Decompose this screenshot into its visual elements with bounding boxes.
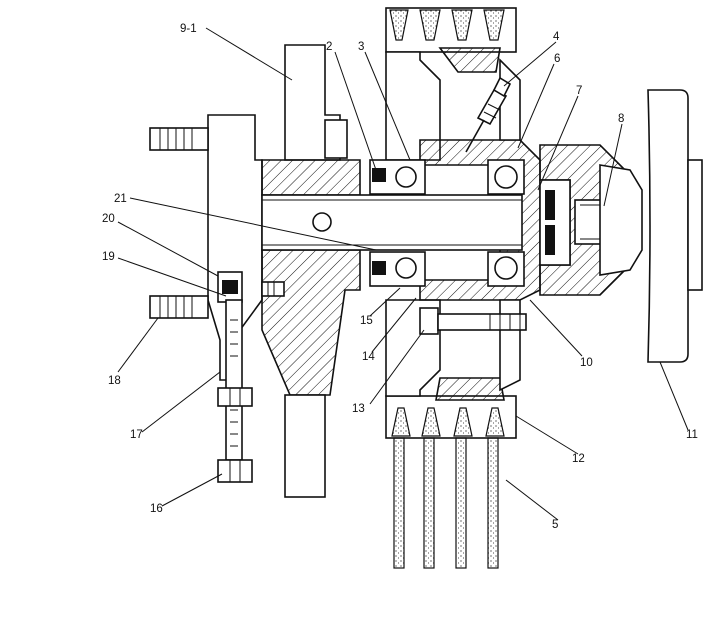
- callout-21: 21: [114, 193, 127, 205]
- mounting-bracket: [207, 44, 361, 498]
- bracket-plate: [217, 271, 285, 303]
- callout-labels: 9-1 2 3 4 6 7 8 21 20 19 18 17 16 15 14 …: [102, 23, 698, 531]
- callout-18: 18: [108, 375, 121, 387]
- callout-16: 16: [150, 503, 163, 515]
- callout-3: 3: [358, 41, 364, 53]
- callout-11: 11: [686, 429, 698, 441]
- bearing-lower: [369, 251, 525, 287]
- bearing-upper: [369, 159, 525, 195]
- callout-12: 12: [572, 453, 585, 465]
- lock-nut: [217, 387, 253, 407]
- leader-lines: [117, 27, 689, 521]
- callout-8: 8: [618, 113, 624, 125]
- pulley-grooves-top: [385, 7, 517, 73]
- grease-fitting: [465, 76, 512, 153]
- adjusting-bolt: [217, 299, 253, 483]
- mounting-stud-lower: [149, 295, 209, 319]
- callout-7: 7: [576, 85, 582, 97]
- shaft: [261, 194, 523, 251]
- callout-6: 6: [554, 53, 560, 65]
- callout-10: 10: [580, 357, 593, 369]
- callout-15: 15: [360, 315, 373, 327]
- callout-13: 13: [352, 403, 365, 415]
- fan-flange: [647, 89, 703, 363]
- callout-2: 2: [326, 41, 332, 53]
- callout-5: 5: [552, 519, 558, 531]
- callout-17: 17: [130, 429, 143, 441]
- callout-19: 19: [102, 251, 115, 263]
- callout-4: 4: [553, 31, 560, 43]
- pulley-grooves-bottom: [385, 377, 517, 439]
- callout-14: 14: [362, 351, 375, 363]
- callout-9-1: 9-1: [180, 23, 197, 35]
- belts: [393, 437, 499, 569]
- mounting-stud-upper: [149, 127, 209, 151]
- hub-flange: [599, 164, 643, 276]
- pulley-bolt: [419, 307, 527, 335]
- callout-20: 20: [102, 213, 115, 225]
